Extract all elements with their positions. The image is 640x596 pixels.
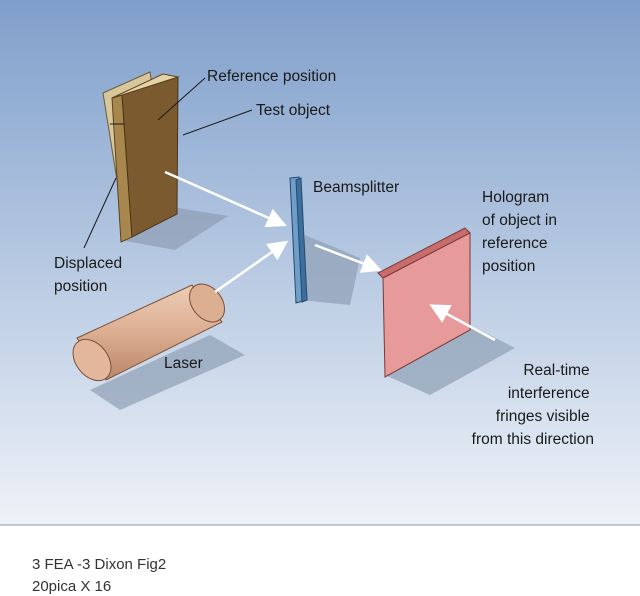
label-reference-position: Reference position	[207, 68, 336, 85]
caption-line-1: 3 FEA -3 Dixon Fig2	[32, 556, 167, 573]
label-displaced-position: Displaced position	[54, 255, 126, 295]
hologram-front	[382, 232, 471, 378]
test-object-top	[111, 73, 180, 99]
test-object-front	[121, 76, 179, 238]
beamsplitter-front	[295, 177, 308, 303]
reference-leader	[157, 77, 206, 121]
laser	[72, 283, 226, 382]
laser-near-end	[72, 338, 112, 382]
laser-beam	[214, 240, 289, 294]
label-fringes: Real-time interference fringes visible f…	[472, 362, 594, 448]
displaced-leader	[83, 177, 117, 249]
test-object-leader	[182, 109, 253, 136]
transmitted-beam	[314, 243, 383, 273]
label-laser: Laser	[164, 355, 203, 372]
label-test-object: Test object	[256, 102, 331, 119]
hologram-shadow	[385, 325, 515, 395]
beamsplitter	[289, 176, 308, 304]
leader-lines	[83, 77, 253, 249]
test-object	[102, 71, 180, 243]
label-beamsplitter: Beamsplitter	[313, 179, 399, 196]
light-beams	[164, 170, 496, 342]
object-beam	[164, 170, 287, 228]
test-object-shadow	[120, 208, 228, 250]
hologram-plate	[377, 227, 471, 378]
label-hologram: Hologram of object in reference position	[482, 189, 561, 275]
beamsplitter-shadow	[300, 235, 360, 305]
laser-far-end	[188, 283, 226, 323]
laser-shadow	[90, 335, 245, 410]
viewing-direction-arrow	[429, 304, 496, 342]
caption-line-2: 20pica X 16	[32, 578, 112, 595]
